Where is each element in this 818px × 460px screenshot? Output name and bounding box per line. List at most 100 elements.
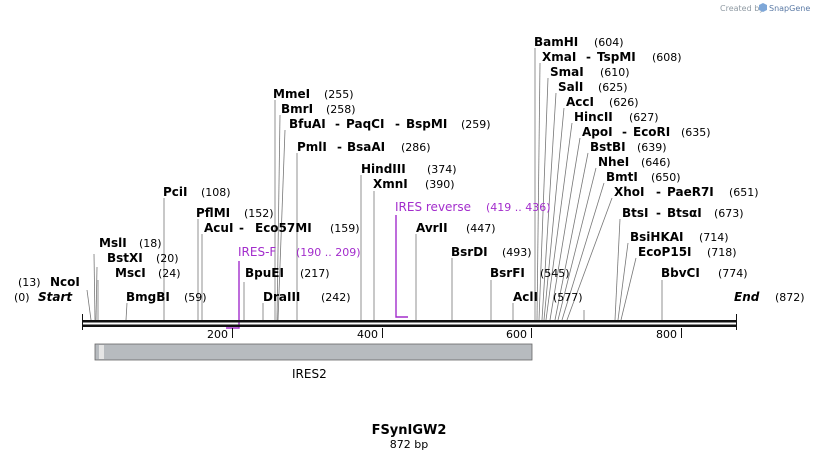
- ruler-tick-400: 400: [357, 328, 378, 341]
- enzyme-msli-pos: (18): [139, 237, 162, 250]
- feature-ires2-label: IRES2: [292, 367, 327, 381]
- enzyme-acli-pos: (577): [553, 291, 583, 304]
- connector-apoi: [549, 137, 581, 321]
- enzyme-pcii-pos: (108): [201, 186, 231, 199]
- feature-ires2: IRES2: [94, 343, 533, 381]
- enzyme-msci-pos: (24): [158, 267, 181, 280]
- enzyme-paqci: PaqCI: [346, 117, 384, 131]
- enzyme-bstxi: BstXI: [107, 251, 143, 265]
- end-pos: (872): [775, 291, 805, 304]
- enzyme-xmai: XmaI: [542, 50, 576, 64]
- enzyme-hindiii-pos: (374): [427, 163, 457, 176]
- connector-hincii: [545, 122, 573, 321]
- feature-ires2-bar: [94, 343, 533, 361]
- enzyme-nhei: NheI: [598, 155, 629, 169]
- connector-msli: [93, 253, 96, 321]
- enzyme-bsrdi: BsrDI: [451, 245, 488, 259]
- enzyme-btsai: BtsαI: [667, 206, 702, 220]
- connector-ncoi: [86, 289, 92, 321]
- enzyme-acci-pos: (626): [609, 96, 639, 109]
- enzyme-ecori-pos: (635): [681, 126, 711, 139]
- enzyme-bsaai: BsaAI: [347, 140, 385, 154]
- enzyme-bstbi-pos: (639): [637, 141, 667, 154]
- connector-sali: [541, 92, 557, 321]
- enzyme-bbvci-pos: (774): [718, 267, 748, 280]
- enzyme-msci: MscI: [115, 266, 146, 280]
- primer-ires-f-range: (190 .. 209): [296, 246, 361, 259]
- enzyme-eco57mi-pos: (159): [330, 222, 360, 235]
- enzyme-avrii-pos: (447): [466, 222, 496, 235]
- connector-nhei: [557, 167, 597, 321]
- primer-ires-f-arrow: [226, 261, 240, 329]
- enzyme-separator: -: [586, 50, 591, 64]
- enzyme-separator: -: [335, 117, 340, 131]
- end-label: End: [734, 290, 760, 304]
- enzyme-bstxi-pos: (20): [156, 252, 179, 265]
- connector-bfuai: [277, 129, 286, 321]
- enzyme-tspmi: TspMI: [597, 50, 636, 64]
- enzyme-draiii-pos: (242): [321, 291, 351, 304]
- enzyme-btsi: BtsI: [622, 206, 649, 220]
- enzyme-bspmi-pos: (259): [461, 118, 491, 131]
- enzyme-connectors: [86, 48, 663, 321]
- enzyme-hincii: HincII: [574, 110, 613, 124]
- enzyme-draiii: DraIII: [263, 290, 300, 304]
- connector-acci: [543, 107, 565, 321]
- enzyme-bsrfi-pos: (545): [540, 267, 570, 280]
- enzyme-bpuei: BpuEI: [245, 266, 284, 280]
- primer-ires-reverse: IRES reverse (419 .. 436): [395, 200, 551, 318]
- sequence-backbone: [82, 314, 737, 330]
- enzyme-separator: -: [622, 125, 627, 139]
- enzyme-sali-pos: (625): [598, 81, 628, 94]
- enzyme-bmgbi-pos: (59): [184, 291, 207, 304]
- enzyme-bbvci: BbvCI: [661, 266, 700, 280]
- enzyme-bamhi-pos: (604): [594, 36, 624, 49]
- connector-bmti: [561, 182, 605, 321]
- enzyme-bsihkai: BsiHKAI: [630, 230, 684, 244]
- ruler: 200 400 600 800: [207, 328, 682, 341]
- enzyme-smai-pos: (610): [600, 66, 630, 79]
- enzyme-pflmi-pos: (152): [244, 207, 274, 220]
- svg-text:(13): (13): [18, 276, 41, 289]
- enzyme-eco57mi: Eco57MI: [255, 221, 312, 235]
- primer-ires-f: IRES-F (190 .. 209): [226, 245, 361, 329]
- enzyme-bamhi: BamHI: [534, 35, 578, 49]
- enzyme-acli: AclI: [513, 290, 538, 304]
- enzyme-sali: SalI: [558, 80, 583, 94]
- credit-text: Created by: [720, 4, 764, 13]
- connector-ecop15i: [620, 257, 637, 321]
- enzyme-separator: -: [656, 206, 661, 220]
- enzyme-bsihkai-pos: (714): [699, 231, 729, 244]
- connector-bstbi: [554, 152, 589, 321]
- ruler-tick-600: 600: [506, 328, 527, 341]
- enzyme-separator: -: [239, 221, 244, 235]
- enzyme-msli: MslI: [99, 236, 127, 250]
- ruler-tick-200: 200: [207, 328, 228, 341]
- enzyme-bmri: BmrI: [281, 102, 313, 116]
- primer-ires-f-name: IRES-F: [238, 245, 276, 259]
- enzyme-separator: -: [337, 140, 342, 154]
- enzyme-btsai-pos: (673): [714, 207, 744, 220]
- enzyme-bfuai: BfuAI: [289, 117, 326, 131]
- enzyme-paer7i: PaeR7I: [667, 185, 714, 199]
- enzyme-bstbi: BstBI: [590, 140, 626, 154]
- enzyme-labels: (13) NcoI MslI (18) BstXI (20) MscI (24)…: [18, 35, 759, 304]
- ruler-tick-800: 800: [656, 328, 677, 341]
- enzyme-bsrfi: BsrFI: [490, 266, 525, 280]
- enzyme-avrii: AvrII: [416, 221, 448, 235]
- enzyme-xhoi: XhoI: [614, 185, 645, 199]
- enzyme-bmri-pos: (258): [326, 103, 356, 116]
- enzyme-ncoi: NcoI: [50, 275, 80, 289]
- sequence-title: FSynIGW2: [372, 423, 447, 438]
- sequence-length: 872 bp: [390, 438, 428, 451]
- primer-ires-reverse-arrow: [395, 215, 408, 318]
- enzyme-bsaai-pos: (286): [401, 141, 431, 154]
- enzyme-bmti: BmtI: [606, 170, 638, 184]
- enzyme-separator: -: [395, 117, 400, 131]
- connector-bmgbi: [125, 302, 128, 321]
- enzyme-xmni: XmnI: [373, 177, 408, 191]
- enzyme-pos: (13): [18, 276, 41, 289]
- enzyme-bsrdi-pos: (493): [502, 246, 532, 259]
- enzyme-ecop15i-pos: (718): [707, 246, 737, 259]
- primer-ires-reverse-range: (419 .. 436): [486, 201, 551, 214]
